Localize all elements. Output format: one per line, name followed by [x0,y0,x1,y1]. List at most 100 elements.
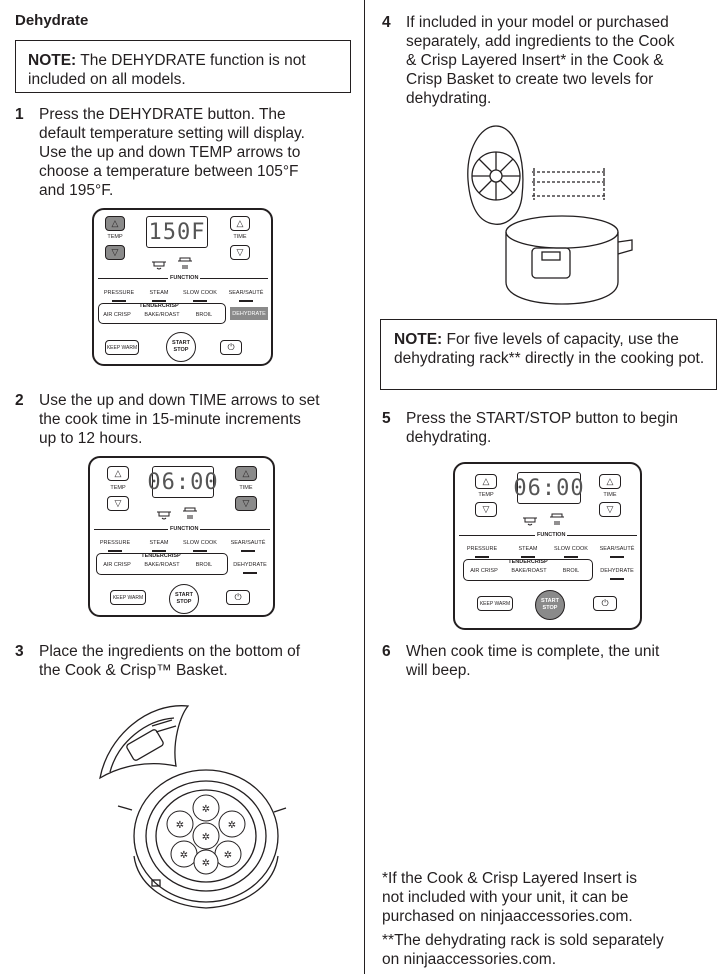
tendercrisp-label: TENDERCRISP [508,559,548,565]
svg-text:✲: ✲ [202,858,210,869]
control-panel: △ TEMP ▽ 150F △ TIME ▽ FUNCTION PRESSURE… [92,208,273,366]
pressure-button[interactable]: PRESSURE [103,290,135,296]
svg-text:✲: ✲ [180,850,188,861]
broil-button[interactable]: BROIL [195,312,213,318]
pressure-button[interactable]: PRESSURE [466,546,498,552]
dehydrate-button[interactable]: DEHYDRATE [600,568,634,574]
lcd-display: 06:00 [147,466,218,498]
keep-warm-button[interactable]: KEEP WARM [105,340,139,355]
cooker-layered-insert-illustration [467,125,633,305]
slow-cook-button[interactable]: SLOW COOK [183,540,217,546]
sear-saute-button[interactable]: SEAR/SAUTÉ [230,540,266,546]
temp-label: TEMP [478,492,494,498]
temp-down-button[interactable]: ▽ [107,496,129,511]
keep-warm-label: KEEP WARM [106,344,138,351]
time-down-button[interactable]: ▽ [235,496,257,511]
power-button[interactable]: ⏻ [226,590,250,605]
slow-cook-indicator [564,556,578,558]
step-text: Press the DEHYDRATE button. The default … [39,106,305,199]
note-box: NOTE: For five levels of capacity, use t… [380,319,717,390]
bake-roast-button[interactable]: BAKE/ROAST [144,562,180,568]
note-label: NOTE: [28,52,77,69]
step-number: 2 [15,392,24,409]
temp-down-button[interactable]: ▽ [105,245,125,260]
note-text: For five levels of capacity, use the deh… [394,331,705,367]
steam-indicator [521,556,535,558]
step-text: Place the ingredients on the bottom of t… [39,643,301,679]
dehydrate-button[interactable]: DEHYDRATE [233,562,267,568]
time-up-button[interactable]: △ [599,474,621,489]
step-number: 5 [382,410,391,427]
note-label: NOTE: [394,331,443,348]
time-down-button[interactable]: ▽ [599,502,621,517]
air-crisp-button[interactable]: AIR CRISP [470,568,498,574]
sear-saute-indicator [241,550,255,552]
power-button[interactable]: ⏻ [220,340,242,355]
air-crisp-button[interactable]: AIR CRISP [103,562,131,568]
steam-button[interactable]: STEAM [518,546,538,552]
time-up-button[interactable]: △ [230,216,250,231]
time-down-button[interactable]: ▽ [230,245,250,260]
section-heading: Dehydrate [15,12,89,29]
crisping-lid-icon [178,257,192,269]
keep-warm-button[interactable]: KEEP WARM [110,590,146,605]
bake-roast-button[interactable]: BAKE/ROAST [511,568,547,574]
function-title: FUNCTION [168,526,201,532]
step-number: 1 [15,106,24,123]
keep-warm-button[interactable]: KEEP WARM [477,596,513,611]
dehydrate-indicator [610,578,624,580]
note-text: The DEHYDRATE function is not included o… [28,52,306,88]
time-label: TIME [603,492,617,498]
tendercrisp-group [98,303,226,324]
temp-up-button[interactable]: △ [475,474,497,489]
cooker-basket-illustration: ✲✲✲ ✲✲✲ ✲ [99,705,287,909]
pressure-button[interactable]: PRESSURE [99,540,131,546]
start-label: START [175,592,193,598]
steam-button[interactable]: STEAM [149,290,169,296]
pressure-indicator [475,556,489,558]
lcd-display: 150F [146,216,208,248]
steam-button[interactable]: STEAM [149,540,169,546]
temp-label: TEMP [110,485,126,491]
sear-saute-button[interactable]: SEAR/SAUTÉ [599,546,635,552]
broil-button[interactable]: BROIL [195,562,213,568]
tendercrisp-group [96,553,228,575]
start-label: START [541,598,559,604]
slow-cook-button[interactable]: SLOW COOK [554,546,588,552]
footnote-layered-insert: *If the Cook & Crisp Layered Insert is n… [382,870,638,925]
temp-up-button[interactable]: △ [107,466,129,481]
slow-cook-button[interactable]: SLOW COOK [183,290,217,296]
tendercrisp-label: TENDERCRISP [139,303,179,309]
temp-up-button[interactable]: △ [105,216,125,231]
slow-cook-indicator [193,300,207,302]
time-up-button[interactable]: △ [235,466,257,481]
step-number: 4 [382,14,391,31]
broil-button[interactable]: BROIL [562,568,580,574]
svg-text:✲: ✲ [176,820,184,831]
note-box: NOTE: The DEHYDRATE function is not incl… [15,40,351,93]
sear-saute-button[interactable]: SEAR/SAUTÉ [228,290,264,296]
air-crisp-button[interactable]: AIR CRISP [103,312,131,318]
step-number: 3 [15,643,24,660]
steam-indicator [152,300,166,302]
time-label: TIME [233,234,247,240]
footnote-dehydrating-rack: **The dehydrating rack is sold separatel… [382,932,664,968]
step-number: 6 [382,643,391,660]
dehydrate-button[interactable]: DEHYDRATE [230,307,268,320]
svg-text:✲: ✲ [224,850,232,861]
lcd-display: 06:00 [513,472,584,504]
pressure-lid-icon [157,511,171,520]
svg-text:✲: ✲ [228,820,236,831]
temp-down-button[interactable]: ▽ [475,502,497,517]
power-button[interactable]: ⏻ [593,596,617,611]
stop-label: STOP [542,605,558,611]
control-panel: △ TEMP ▽ 06:00 △ TIME ▽ FUNCTION PRESSUR… [88,456,275,617]
bake-roast-button[interactable]: BAKE/ROAST [144,312,180,318]
step-text: If included in your model or purchased s… [406,14,675,107]
